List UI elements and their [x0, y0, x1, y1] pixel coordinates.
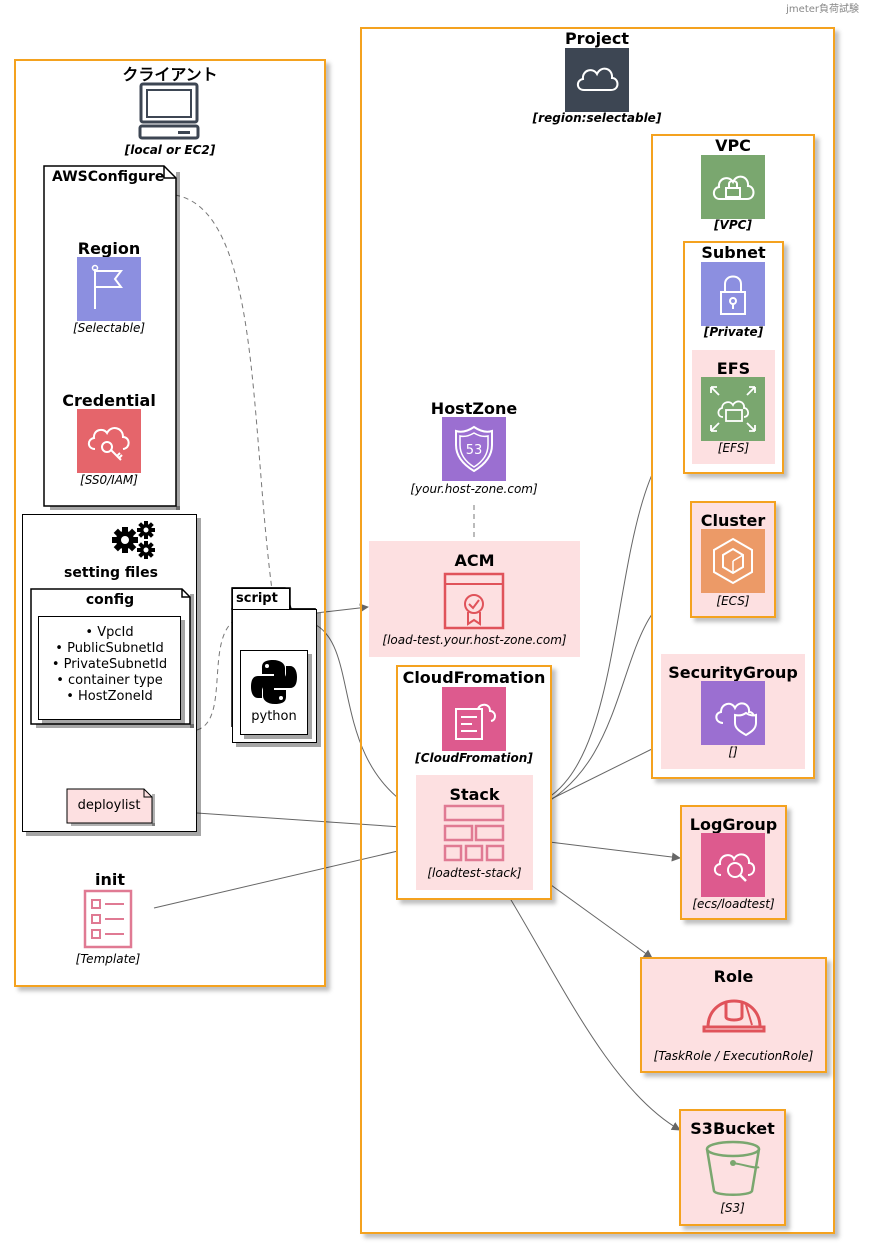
flag-icon	[77, 257, 141, 321]
loggroup-title: LogGroup	[689, 815, 778, 834]
script-folder-tab	[232, 588, 290, 610]
region-stereotype: [Selectable]	[72, 321, 146, 335]
s3bucket-box	[679, 1109, 786, 1226]
edge-awsconfigure-script	[174, 194, 273, 591]
efs-stereotype: [EFS]	[717, 441, 750, 455]
subnet-lock-icon	[701, 262, 765, 326]
edge-stack-role	[532, 871, 653, 959]
python-label: python	[251, 709, 297, 724]
role-stereotype: [TaskRole / ExecutionRole]	[653, 1049, 814, 1063]
deploylist-note-frame	[66, 788, 155, 826]
client-stereotype: [local or EC2]	[124, 143, 216, 157]
efs-icon	[701, 377, 765, 441]
efs-title: EFS	[716, 359, 751, 378]
subnet-stereotype: [Private]	[703, 325, 764, 339]
edge-settingfiles-script	[196, 619, 236, 731]
subnet-title: Subnet	[701, 243, 766, 262]
stack-stereotype: [loadtest-stack]	[427, 866, 522, 880]
role-box	[640, 957, 827, 1073]
config-item: • VpcId	[85, 625, 134, 640]
cloudformation-title: CloudFromation	[402, 668, 546, 687]
vpc-stereotype: [VPC]	[714, 218, 752, 232]
cloudwatch-logs-icon	[701, 833, 765, 897]
diagram-caption: jmeter負荷試験	[786, 4, 859, 15]
cloud-key-icon	[77, 409, 141, 473]
s3bucket-title: S3Bucket	[690, 1119, 775, 1138]
cloudformation-stereotype: [CloudFromation]	[415, 751, 533, 765]
certificate-icon	[443, 572, 505, 630]
acm-box	[369, 541, 580, 657]
acm-title: ACM	[454, 551, 495, 570]
loggroup-stereotype: [ecs/loadtest]	[692, 897, 775, 911]
checklist-icon	[83, 889, 133, 949]
project-title: Project	[564, 29, 630, 48]
cloudformation-icon	[442, 687, 506, 751]
role-title: Role	[713, 967, 754, 986]
hard-hat-icon	[702, 999, 766, 1033]
route53-icon: 53	[442, 417, 506, 481]
svg-text:53: 53	[466, 443, 483, 458]
cloud-icon	[565, 48, 629, 112]
project-frame	[360, 27, 835, 1234]
s3bucket-stereotype: [S3]	[720, 1201, 745, 1215]
securitygroup-title: SecurityGroup	[668, 663, 798, 682]
security-group-icon	[701, 681, 765, 745]
securitygroup-stereotype: []	[728, 745, 738, 759]
vpc-cloud-lock-icon	[701, 155, 765, 219]
hostzone-title: HostZone	[430, 399, 518, 418]
config-item: • PrivateSubnetId	[51, 657, 168, 672]
settingfiles-title: setting files	[64, 565, 158, 581]
edge-init-stack	[153, 844, 416, 909]
ecs-icon	[701, 529, 765, 593]
config-item: • HostZoneId	[66, 689, 153, 704]
awsconfigure-title: AWSConfigure	[52, 169, 165, 185]
stack-box	[416, 775, 533, 890]
edge-stack-s3bucket	[504, 889, 681, 1131]
credential-stereotype: [SS0/IAM]	[80, 473, 138, 487]
vpc-title: VPC	[715, 136, 751, 155]
client-frame	[14, 59, 326, 987]
s3-bucket-icon	[705, 1140, 761, 1196]
edge-stack-securitygroup	[532, 744, 661, 809]
gears-icon	[112, 521, 155, 559]
config-item: • container type	[56, 673, 163, 688]
edge-stack-loggroup	[532, 839, 681, 862]
hostzone-stereotype: [your.host-zone.com]	[410, 482, 538, 496]
stack-icon	[443, 804, 505, 862]
stack-title: Stack	[449, 785, 500, 804]
client-title: クライアント	[122, 65, 218, 84]
init-title: init	[94, 870, 125, 889]
python-icon	[251, 660, 297, 704]
deploylist-label: deploylist	[77, 798, 141, 813]
desktop-icon	[138, 82, 200, 140]
project-stereotype: [region:selectable]	[532, 111, 662, 125]
region-title: Region	[77, 239, 141, 258]
edge-script-stack	[315, 624, 416, 811]
init-stereotype: [Template]	[75, 952, 141, 966]
cluster-stereotype: [ECS]	[716, 594, 750, 608]
cluster-title: Cluster	[700, 511, 766, 530]
script-title: script	[236, 591, 278, 606]
acm-stereotype: [load-test.your.host-zone.com]	[382, 633, 567, 647]
config-item: • PublicSubnetId	[55, 641, 164, 656]
config-title: config	[85, 592, 135, 608]
config-list: • VpcId • PublicSubnetId • PrivateSubnet…	[38, 616, 181, 720]
credential-title: Credential	[62, 391, 156, 410]
